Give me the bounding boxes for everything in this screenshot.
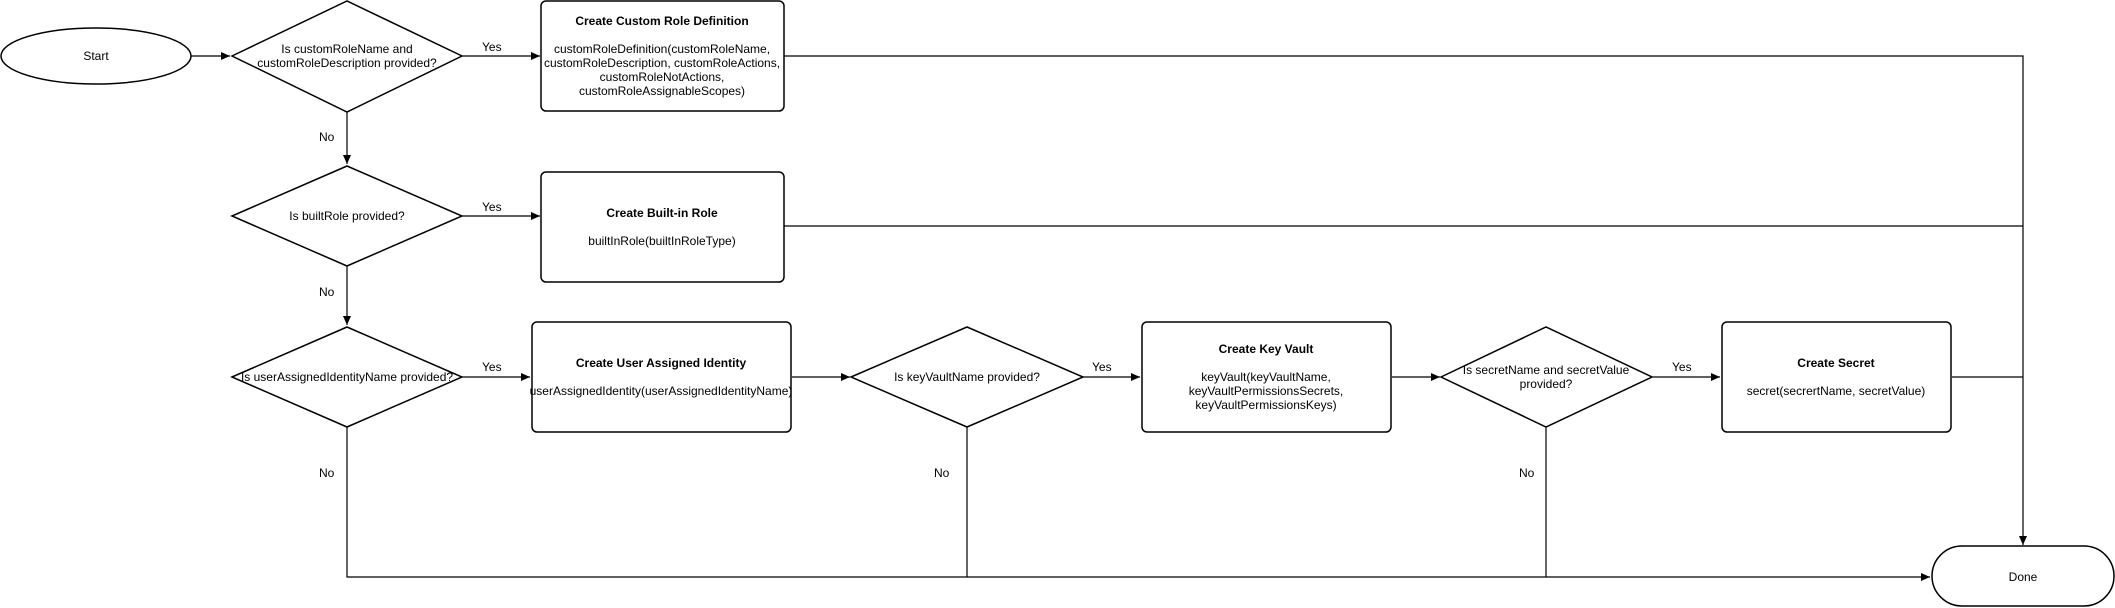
connectors [191, 52, 2027, 581]
decision-text-line: provided? [1520, 377, 1573, 391]
decision-custom-role: Is customRoleName and customRoleDescript… [230, 0, 464, 113]
edge-labels: Yes No Yes No Yes Yes Yes No No No [319, 40, 1692, 480]
edge-p-custom-to-done [784, 55, 2027, 545]
decision-builtin-role: Is builtRole provided? [230, 165, 464, 267]
process-title: Create Custom Role Definition [575, 14, 748, 28]
process-create-user-assigned-identity: Create User Assigned Identity userAssign… [530, 321, 793, 433]
done-label: Done [2009, 570, 2038, 584]
process-create-custom-role: Create Custom Role Definition customRole… [540, 0, 785, 112]
process-body-line: userAssignedIdentity(userAssignedIdentit… [530, 384, 793, 398]
process-body-line: builtInRole(builtInRoleType) [588, 234, 735, 248]
edge-label-no: No [1519, 466, 1535, 480]
process-title: Create Key Vault [1219, 342, 1314, 356]
decision-text-line: Is keyVaultName provided? [894, 370, 1040, 384]
decision-secret: Is secretName and secretValue provided? [1439, 326, 1654, 428]
edge-label-no: No [319, 130, 335, 144]
edge-label-yes: Yes [482, 40, 502, 54]
decision-text-line: customRoleDescription provided? [257, 56, 437, 70]
process-body-line: customRoleDefinition(customRoleName, [554, 42, 770, 56]
decision-text-line: Is secretName and secretValue [1463, 363, 1630, 377]
done-terminal: Done [1931, 545, 2115, 607]
decision-text-line: Is builtRole provided? [289, 209, 405, 223]
process-body-line: secret(secrertName, secretValue) [1747, 384, 1926, 398]
process-body-line: customRoleNotActions, [600, 70, 725, 84]
process-title: Create Secret [1797, 356, 1874, 370]
process-body-line: keyVaultPermissionsKeys) [1195, 398, 1336, 412]
process-create-secret: Create Secret secret(secrertName, secret… [1721, 321, 1952, 433]
decision-text-line: Is customRoleName and [281, 42, 412, 56]
process-body-line: keyVaultPermissionsSecrets, [1189, 384, 1344, 398]
process-body-line: keyVault(keyVaultName, [1201, 370, 1331, 384]
decision-key-vault: Is keyVaultName provided? [849, 326, 1085, 428]
decision-text-line: Is userAssignedIdentityName provided? [241, 370, 453, 384]
edge-label-no: No [319, 285, 335, 299]
process-body-line: customRoleAssignableScopes) [579, 84, 745, 98]
start-label: Start [83, 49, 109, 63]
start-terminal: Start [0, 27, 192, 85]
process-body-line: customRoleDescription, customRoleActions… [544, 56, 780, 70]
edge-label-no: No [934, 466, 950, 480]
edge-label-yes: Yes [1092, 360, 1112, 374]
edge-label-yes: Yes [482, 360, 502, 374]
edge-q-uai-no-to-done [346, 427, 1930, 581]
process-title: Create Built-in Role [606, 206, 718, 220]
decision-user-assigned-identity: Is userAssignedIdentityName provided? [230, 326, 464, 428]
edge-label-yes: Yes [1672, 360, 1692, 374]
edge-label-yes: Yes [482, 200, 502, 214]
process-create-builtin-role: Create Built-in Role builtInRole(builtIn… [540, 171, 785, 283]
process-title: Create User Assigned Identity [576, 356, 747, 370]
process-create-key-vault: Create Key Vault keyVault(keyVaultName, … [1141, 321, 1392, 433]
edge-label-no: No [319, 466, 335, 480]
